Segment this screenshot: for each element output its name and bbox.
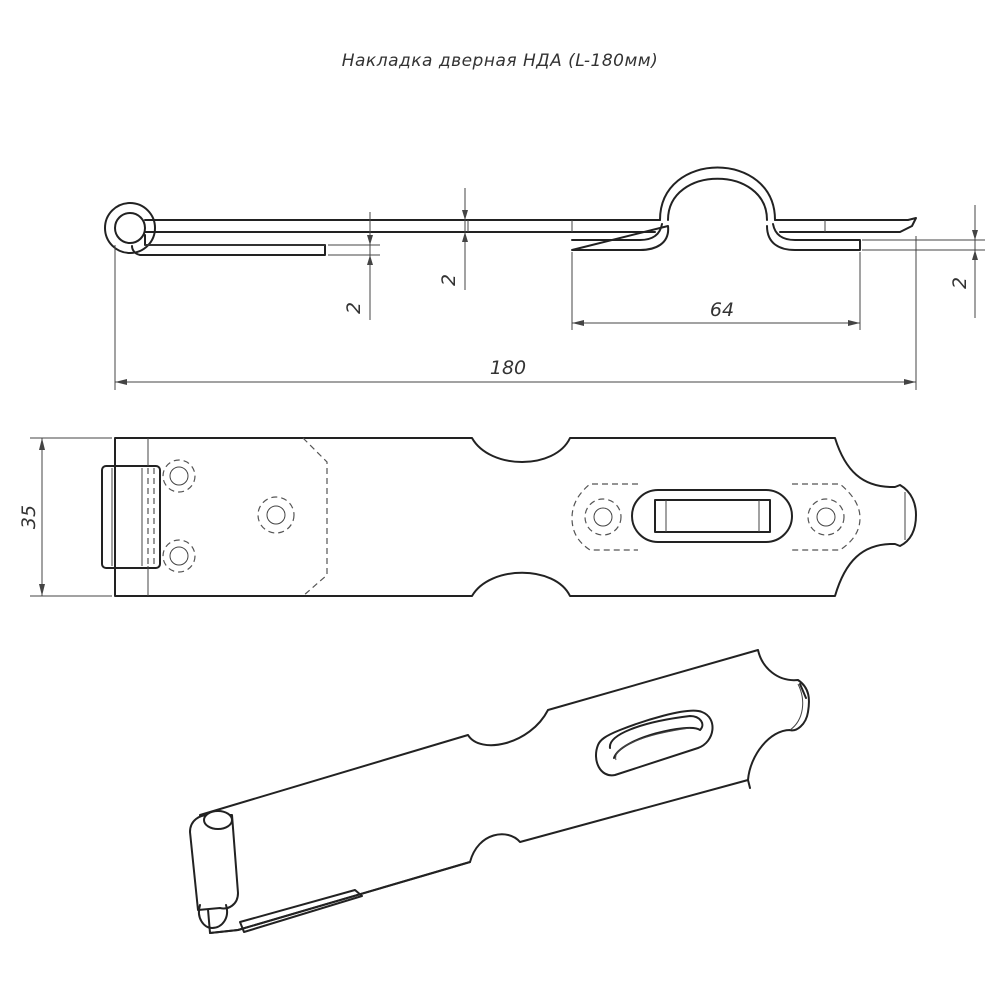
screw-hole-right-1 — [584, 498, 622, 536]
screw-hole-center — [257, 496, 295, 534]
hinge-knuckle-iso — [189, 814, 239, 911]
screw-hole-right-2 — [807, 498, 845, 536]
dim-staple-plate-length: 64 — [710, 299, 734, 321]
staple-iso — [608, 715, 704, 759]
hasp-strip — [144, 217, 917, 233]
dim-thickness-middle: 2 — [438, 274, 460, 286]
top-view: 35 — [18, 437, 917, 597]
staple-arch-inner — [667, 177, 768, 221]
staple-slot — [631, 489, 793, 543]
hidden-plate-edge — [302, 437, 328, 597]
hinge-knuckle — [101, 465, 161, 569]
drawing-title: Накладка дверная НДА (L-180мм) — [342, 51, 659, 71]
dim-thickness-left: 2 — [343, 302, 365, 314]
isometric-view — [189, 649, 810, 934]
staple-plate-right-hidden — [792, 483, 861, 551]
hasp-outline — [114, 437, 917, 597]
fixed-plate-iso — [239, 889, 363, 933]
staple-plate-left-leg — [571, 223, 670, 251]
dim-total-length: 180 — [490, 357, 526, 379]
screw-hole-left-bottom — [162, 539, 196, 573]
screw-hole-left-top — [162, 459, 196, 493]
hasp-plate-iso — [199, 649, 810, 934]
dim-thickness-right: 2 — [949, 277, 971, 289]
staple-plate-right-leg — [766, 223, 861, 251]
staple-plate-left-hidden — [571, 483, 638, 551]
hinge-loop-inner — [114, 212, 146, 244]
staple-top — [654, 499, 771, 533]
staple-arch-outer — [659, 166, 776, 221]
side-view: 2 2 2 64 180 — [104, 166, 985, 390]
left-fixed-plate — [131, 234, 326, 256]
dim-width: 35 — [18, 505, 40, 529]
staple-slot-iso — [595, 709, 714, 777]
hinge-loop-outer — [104, 202, 156, 254]
